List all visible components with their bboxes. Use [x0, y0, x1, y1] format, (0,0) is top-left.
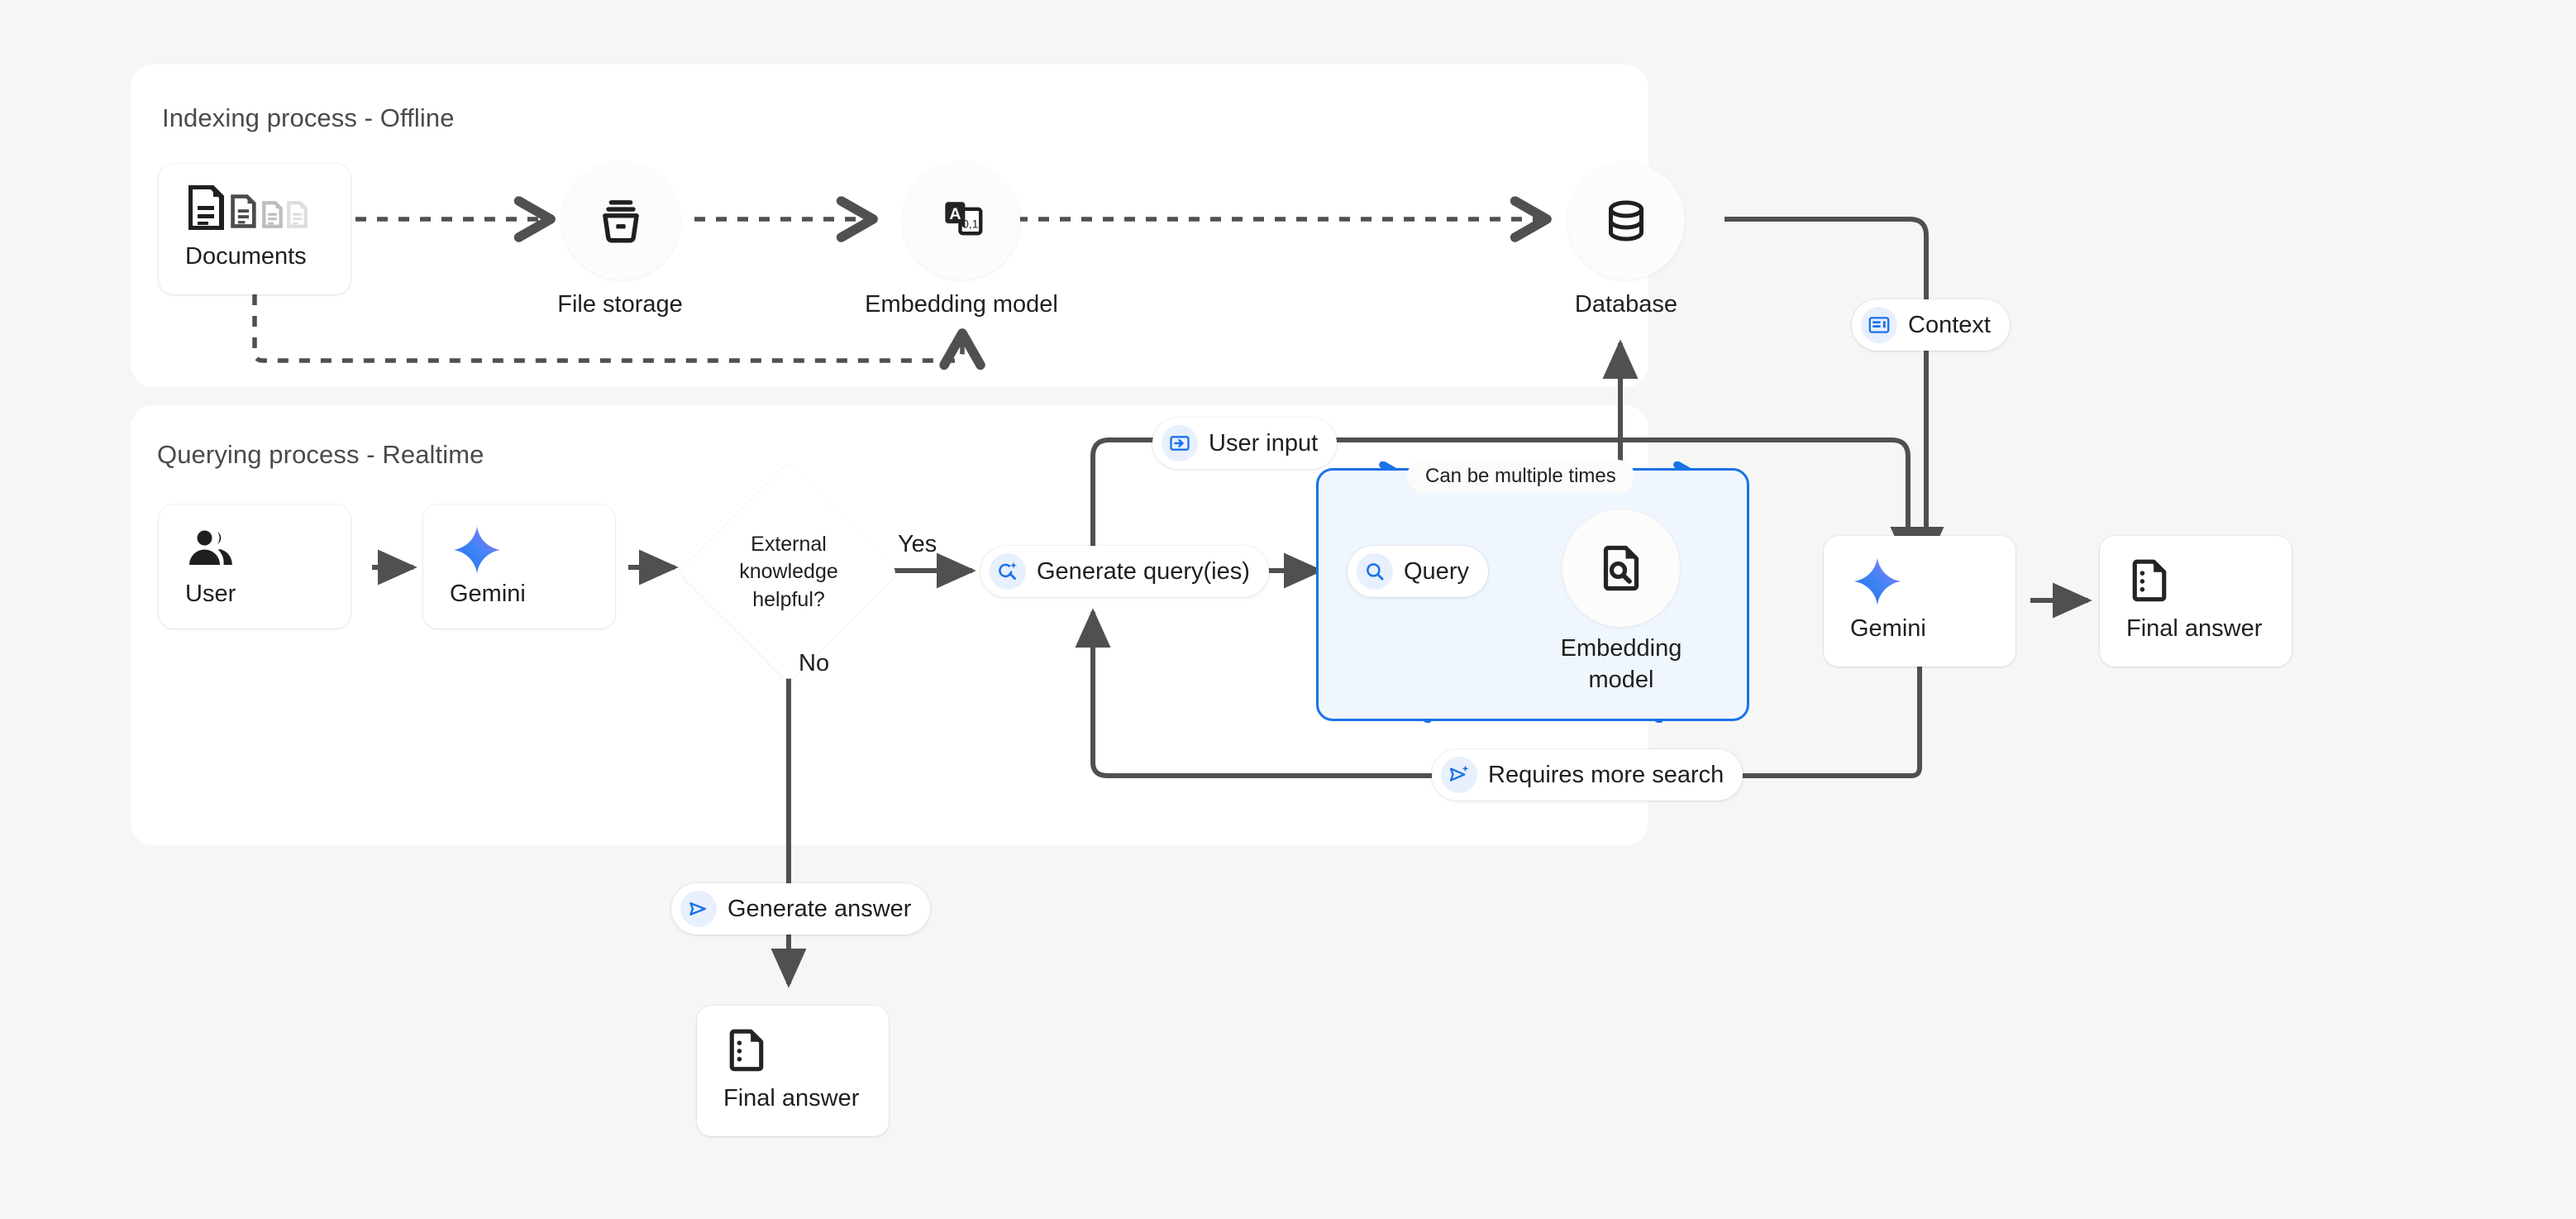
node-gemini-left-label: Gemini — [450, 581, 526, 607]
gemini-sparkle-icon — [450, 523, 504, 581]
search-sparkle-icon — [990, 553, 1026, 590]
badge-requires-more-search-label: Requires more search — [1488, 761, 1724, 788]
decision-text: External knowledge helpful? — [711, 495, 866, 650]
node-documents[interactable]: Documents — [159, 164, 351, 294]
node-database[interactable] — [1567, 162, 1685, 280]
badge-context-label: Context — [1908, 311, 1991, 338]
badge-context[interactable]: Context — [1852, 299, 2010, 351]
node-file-storage-label: File storage — [557, 291, 683, 318]
node-user-label: User — [185, 581, 236, 607]
embedding-query-label-line1: Embedding — [1560, 635, 1682, 662]
node-documents-label: Documents — [185, 243, 307, 270]
document-search-icon — [1603, 545, 1639, 591]
panel-querying-title: Querying process - Realtime — [157, 440, 484, 469]
label-yes: Yes — [898, 531, 937, 557]
decision-external-knowledge-helpful[interactable]: External knowledge helpful? — [679, 462, 899, 682]
database-icon — [1608, 200, 1644, 241]
send-sparkle-icon — [1441, 757, 1477, 793]
loop-label-text: Can be multiple times — [1425, 465, 1616, 487]
gemini-sparkle-icon — [1850, 554, 1905, 613]
svg-text:A: A — [949, 205, 961, 223]
badge-requires-more-search[interactable]: Requires more search — [1432, 749, 1744, 801]
file-storage-icon — [603, 200, 639, 243]
node-final-answer-bottom-label: Final answer — [723, 1085, 860, 1111]
node-final-answer-right-label: Final answer — [2126, 615, 2263, 642]
users-icon — [185, 528, 236, 573]
badge-generate-queries[interactable]: Generate query(ies) — [980, 546, 1269, 597]
node-embedding-model-query-label: Embedding model — [1513, 633, 1729, 696]
node-gemini-right-label: Gemini — [1850, 615, 1926, 642]
context-panel-icon — [1861, 307, 1897, 343]
final-answer-icon — [2126, 557, 2173, 608]
login-arrow-icon — [1162, 425, 1198, 461]
badge-generate-queries-label: Generate query(ies) — [1037, 557, 1250, 585]
badge-generate-answer-label: Generate answer — [727, 895, 912, 922]
loop-label-can-be-multiple-times: Can be multiple times — [1407, 460, 1634, 493]
search-icon — [1357, 553, 1393, 590]
badge-user-input[interactable]: User input — [1152, 418, 1338, 469]
wire-gemini-right-to-requires-more-search — [1733, 667, 1922, 778]
label-no: No — [799, 650, 830, 676]
wire-database-to-context-gemini — [1724, 217, 1944, 566]
panel-indexing-title: Indexing process - Offline — [162, 103, 455, 132]
svg-text:0,1: 0,1 — [962, 218, 979, 231]
node-user[interactable]: User — [159, 504, 351, 629]
embedding-model-icon: 0,1 A — [945, 202, 983, 236]
decision-line-1: External — [751, 533, 827, 557]
badge-query[interactable]: Query — [1348, 546, 1488, 597]
node-embedding-model-label: Embedding model — [865, 291, 1058, 318]
badge-query-label: Query — [1404, 557, 1469, 585]
documents-icon — [188, 184, 317, 234]
final-answer-icon — [723, 1027, 770, 1078]
node-final-answer-bottom[interactable]: Final answer — [697, 1006, 889, 1136]
decision-line-3: helpful? — [752, 587, 825, 611]
node-final-answer-right[interactable]: Final answer — [2100, 536, 2292, 667]
decision-line-2: knowledge — [739, 560, 838, 584]
node-gemini-right[interactable]: Gemini — [1824, 536, 2015, 667]
badge-generate-answer[interactable]: Generate answer — [671, 883, 931, 935]
node-gemini-left[interactable]: Gemini — [423, 504, 615, 629]
node-embedding-model-query[interactable] — [1562, 509, 1680, 627]
embedding-query-label-line2: model — [1588, 666, 1654, 693]
node-file-storage[interactable] — [562, 162, 680, 280]
badge-user-input-label: User input — [1209, 429, 1319, 457]
send-icon — [680, 891, 717, 927]
node-database-label: Database — [1574, 291, 1678, 318]
node-embedding-model[interactable]: 0,1 A — [903, 162, 1020, 280]
